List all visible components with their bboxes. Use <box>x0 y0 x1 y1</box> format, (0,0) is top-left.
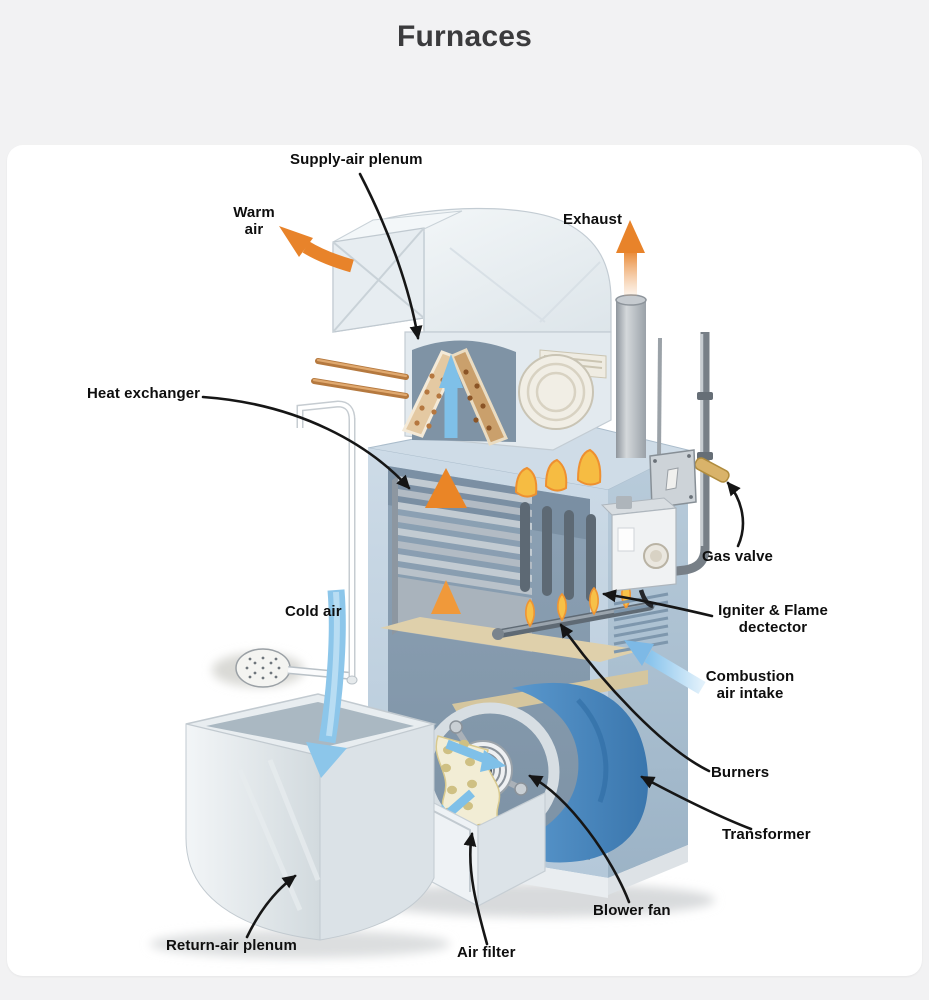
label-transformer: Transformer <box>722 826 811 843</box>
gas-pipe <box>659 332 730 578</box>
cold-air-arrow <box>306 589 347 778</box>
combustion-intake-arrow <box>624 640 706 695</box>
leader-supply-air-plenum <box>358 172 423 340</box>
label-cold-air: Cold air <box>285 603 342 620</box>
label-warm-air: Warm air <box>233 204 275 238</box>
label-return-air-plenum: Return-air plenum <box>166 937 297 954</box>
condensate-pipes <box>287 400 358 685</box>
electrical-conduit-rod <box>657 337 662 459</box>
heat-flow-arrows <box>425 468 467 650</box>
burner-shelf <box>380 617 642 662</box>
gas-valve-handle <box>694 457 730 483</box>
leader-heat-exchanger <box>201 395 411 490</box>
label-supply-air-plenum: Supply-air plenum <box>290 151 423 168</box>
combustion-chamber-slots <box>520 502 596 602</box>
coil-chamber <box>401 331 612 451</box>
leader-igniter <box>602 589 714 618</box>
leader-return-air-plenum <box>245 874 297 939</box>
copper-refrigerant-lines <box>311 358 409 399</box>
label-blower-fan: Blower fan <box>593 902 671 919</box>
label-igniter-flame-detector: Igniter & Flame dectector <box>718 602 828 636</box>
return-air-plenum-box <box>185 693 437 941</box>
label-exhaust: Exhaust <box>563 211 623 228</box>
label-combustion-air-intake: Combustion air intake <box>705 668 795 702</box>
label-air-filter: Air filter <box>457 944 516 961</box>
gas-control-box <box>600 496 678 609</box>
flames-top <box>514 448 602 498</box>
warm-air-arrow <box>279 226 354 273</box>
exhaust-arrow <box>616 220 645 296</box>
label-gas-valve: Gas valve <box>702 548 773 565</box>
leader-gas-valve <box>726 481 745 548</box>
leader-transformer <box>640 775 753 831</box>
junction-box <box>649 449 697 509</box>
floor-grille <box>235 648 291 688</box>
blower-housing <box>500 682 649 863</box>
page-title: Furnaces <box>397 20 532 53</box>
leader-burners <box>559 623 711 773</box>
label-heat-exchanger: Heat exchanger <box>87 385 201 402</box>
exhaust-stack <box>615 294 647 458</box>
burner-flames <box>525 580 631 628</box>
inducer-vent <box>518 349 607 430</box>
leader-lines <box>201 172 753 946</box>
leader-air-filter <box>463 832 489 946</box>
supply-plenum-duct <box>332 207 612 451</box>
leader-blower-fan <box>528 774 631 904</box>
label-burners: Burners <box>711 764 770 781</box>
